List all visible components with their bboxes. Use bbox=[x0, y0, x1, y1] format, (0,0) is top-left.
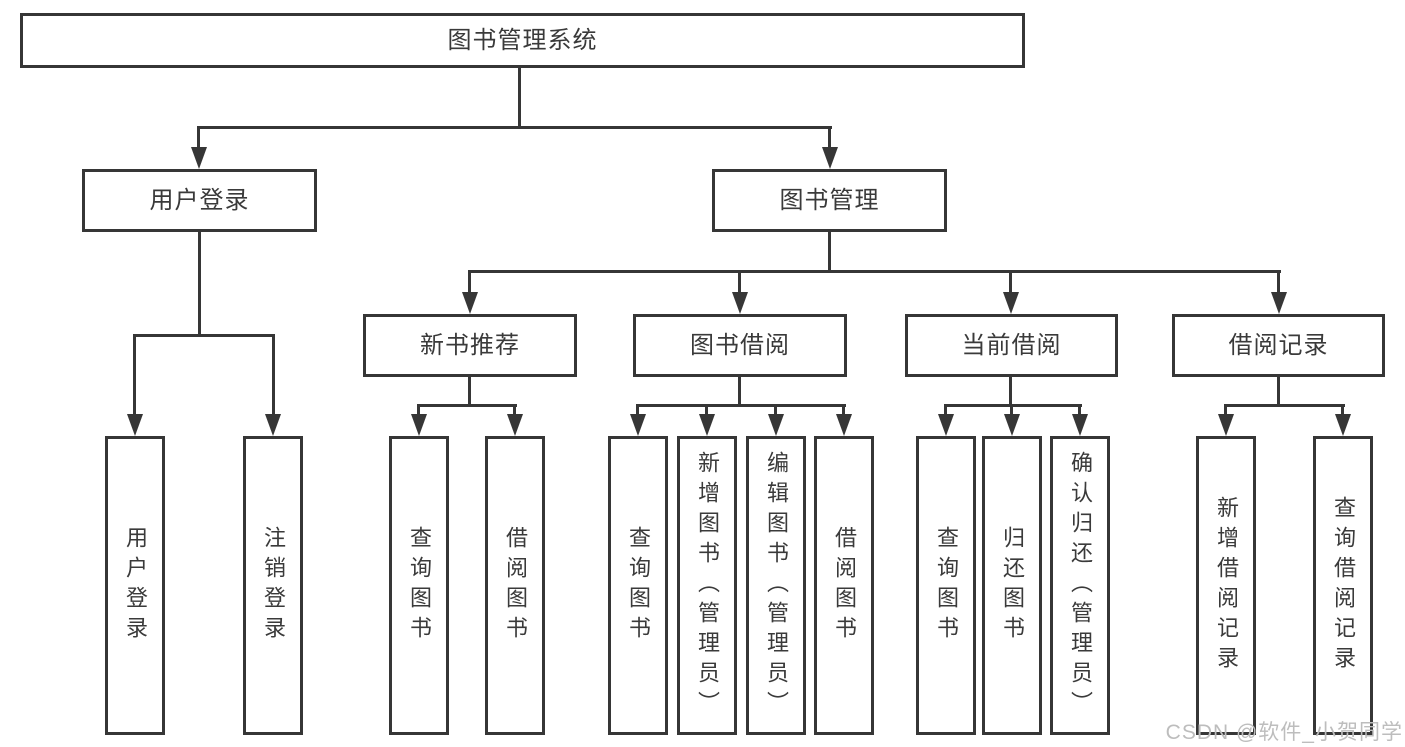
node-root-label: 图书管理系统 bbox=[447, 26, 598, 54]
arrowhead-bb-add bbox=[699, 414, 715, 436]
node-user-login: 用户登录 bbox=[82, 169, 317, 232]
connector-to-bb-borrow bbox=[842, 404, 845, 416]
node-login-leaf: 用户登录 bbox=[105, 436, 165, 735]
arrowhead-nbr-borrow bbox=[507, 414, 523, 436]
node-nbr-borrow-books: 借阅图书 bbox=[485, 436, 545, 735]
node-cb-return-books: 归还图书 bbox=[982, 436, 1042, 735]
connector-br-stem bbox=[1277, 375, 1280, 407]
arrowhead-book-borrowing bbox=[732, 292, 748, 314]
arrowhead-borrowing-records bbox=[1271, 292, 1287, 314]
csdn-watermark: CSDN @软件_小贺同学 bbox=[1165, 721, 1403, 744]
connector-book-management-hline bbox=[468, 270, 1281, 273]
node-bb-add-books-admin-label: 新增图书（管理员） bbox=[695, 450, 720, 721]
node-bb-query-books: 查询图书 bbox=[608, 436, 668, 735]
node-br-add-record-label: 新增借阅记录 bbox=[1214, 495, 1239, 676]
node-book-management-label: 图书管理 bbox=[779, 186, 880, 214]
node-br-query-record-label: 查询借阅记录 bbox=[1331, 495, 1356, 676]
connector-to-cb-confirm bbox=[1078, 404, 1081, 416]
node-book-management: 图书管理 bbox=[712, 169, 947, 232]
connector-book-management-stem bbox=[828, 230, 831, 273]
node-root: 图书管理系统 bbox=[20, 13, 1025, 68]
node-br-query-record: 查询借阅记录 bbox=[1313, 436, 1373, 735]
connector-br-hline bbox=[1224, 404, 1345, 407]
connector-to-br-add bbox=[1224, 404, 1227, 416]
connector-nbr-stem bbox=[468, 375, 471, 407]
arrowhead-br-query bbox=[1335, 414, 1351, 436]
node-cb-query-books: 查询图书 bbox=[916, 436, 976, 735]
connector-to-cb-query bbox=[944, 404, 947, 416]
connector-to-book-borrowing bbox=[738, 270, 741, 294]
node-cb-confirm-return-admin: 确认归还（管理员） bbox=[1050, 436, 1110, 735]
arrowhead-logout-leaf bbox=[265, 414, 281, 436]
connector-root-hline bbox=[197, 126, 832, 129]
arrowhead-bb-borrow bbox=[836, 414, 852, 436]
connector-to-user-login bbox=[197, 126, 200, 149]
connector-to-current-borrowing bbox=[1009, 270, 1012, 294]
node-cb-query-books-label: 查询图书 bbox=[934, 525, 959, 646]
node-current-borrowing-label: 当前借阅 bbox=[961, 331, 1062, 359]
arrowhead-login-leaf bbox=[127, 414, 143, 436]
connector-bb-hline bbox=[636, 404, 846, 407]
arrowhead-cb-return bbox=[1004, 414, 1020, 436]
node-bb-query-books-label: 查询图书 bbox=[626, 525, 651, 646]
connector-to-nbr-query bbox=[417, 404, 420, 416]
arrowhead-new-book-recommend bbox=[462, 292, 478, 314]
connector-to-book-management bbox=[828, 126, 831, 149]
node-cb-confirm-return-admin-label: 确认归还（管理员） bbox=[1068, 450, 1093, 721]
node-bb-add-books-admin: 新增图书（管理员） bbox=[677, 436, 737, 735]
connector-cb-stem bbox=[1009, 375, 1012, 407]
connector-to-logout-leaf bbox=[272, 334, 275, 416]
node-new-book-recommend-label: 新书推荐 bbox=[420, 331, 520, 359]
connector-to-bb-query bbox=[636, 404, 639, 416]
node-current-borrowing: 当前借阅 bbox=[905, 314, 1118, 377]
arrowhead-cb-confirm bbox=[1072, 414, 1088, 436]
connector-to-cb-return bbox=[1010, 404, 1013, 416]
node-book-borrowing-label: 图书借阅 bbox=[690, 331, 790, 359]
arrowhead-bb-edit bbox=[768, 414, 784, 436]
node-bb-borrow-books-label: 借阅图书 bbox=[832, 525, 857, 646]
connector-to-nbr-borrow bbox=[513, 404, 516, 416]
connector-user-login-stem bbox=[198, 230, 201, 337]
connector-bb-stem bbox=[738, 375, 741, 407]
arrowhead-book-management bbox=[822, 147, 838, 169]
connector-to-login-leaf bbox=[133, 334, 136, 416]
node-borrowing-records-label: 借阅记录 bbox=[1228, 331, 1329, 359]
connector-to-borrowing-records bbox=[1277, 270, 1280, 294]
connector-to-bb-add bbox=[705, 404, 708, 416]
node-login-leaf-label: 用户登录 bbox=[123, 525, 148, 646]
arrowhead-bb-query bbox=[630, 414, 646, 436]
arrowhead-cb-query bbox=[938, 414, 954, 436]
node-cb-return-books-label: 归还图书 bbox=[1000, 525, 1025, 646]
arrowhead-nbr-query bbox=[411, 414, 427, 436]
arrowhead-current-borrowing bbox=[1003, 292, 1019, 314]
connector-nbr-hline bbox=[417, 404, 517, 407]
node-user-login-label: 用户登录 bbox=[149, 186, 250, 214]
connector-root-stem bbox=[518, 66, 521, 128]
arrowhead-br-add bbox=[1218, 414, 1234, 436]
arrowhead-user-login bbox=[191, 147, 207, 169]
node-logout-leaf: 注销登录 bbox=[243, 436, 303, 735]
connector-user-login-hline bbox=[133, 334, 275, 337]
connector-to-new-book-recommend bbox=[468, 270, 471, 294]
node-bb-edit-books-admin: 编辑图书（管理员） bbox=[746, 436, 806, 735]
connector-cb-hline bbox=[944, 404, 1082, 407]
node-logout-leaf-label: 注销登录 bbox=[261, 525, 286, 646]
node-borrowing-records: 借阅记录 bbox=[1172, 314, 1385, 377]
connector-to-bb-edit bbox=[774, 404, 777, 416]
node-br-add-record: 新增借阅记录 bbox=[1196, 436, 1256, 735]
node-book-borrowing: 图书借阅 bbox=[633, 314, 847, 377]
node-bb-borrow-books: 借阅图书 bbox=[814, 436, 874, 735]
connector-to-br-query bbox=[1341, 404, 1344, 416]
node-nbr-query-books: 查询图书 bbox=[389, 436, 449, 735]
node-nbr-borrow-books-label: 借阅图书 bbox=[503, 525, 528, 646]
node-bb-edit-books-admin-label: 编辑图书（管理员） bbox=[764, 450, 789, 721]
node-nbr-query-books-label: 查询图书 bbox=[407, 525, 432, 646]
node-new-book-recommend: 新书推荐 bbox=[363, 314, 577, 377]
